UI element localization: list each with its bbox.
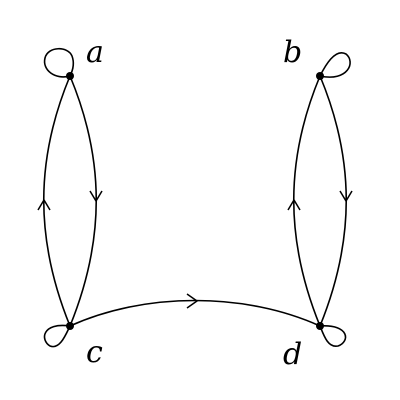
- arrowhead-c-to-d: [186, 293, 199, 309]
- loop-c: [43, 324, 71, 348]
- arrowhead-a-to-c: [89, 190, 103, 203]
- arrowhead-d-to-b: [287, 198, 301, 211]
- edge-b-to-d: [319, 75, 347, 327]
- node-c: [66, 322, 74, 330]
- arrowhead-c-to-a: [37, 198, 51, 211]
- edge-c-to-a: [43, 75, 71, 327]
- node-label-d: d: [283, 337, 302, 372]
- loop-d: [319, 325, 347, 347]
- edge-a-to-c: [69, 75, 97, 327]
- node-d: [316, 322, 324, 330]
- edge-d-to-b: [293, 75, 321, 327]
- node-label-b: b: [283, 35, 302, 70]
- loop-a: [43, 47, 75, 78]
- node-a: [66, 72, 74, 80]
- node-label-c: c: [86, 335, 103, 370]
- node-label-a: a: [86, 35, 104, 70]
- loop-b: [319, 52, 351, 78]
- arrowhead-b-to-d: [339, 190, 353, 203]
- node-b: [316, 72, 324, 80]
- edge-c-to-d: [69, 299, 321, 327]
